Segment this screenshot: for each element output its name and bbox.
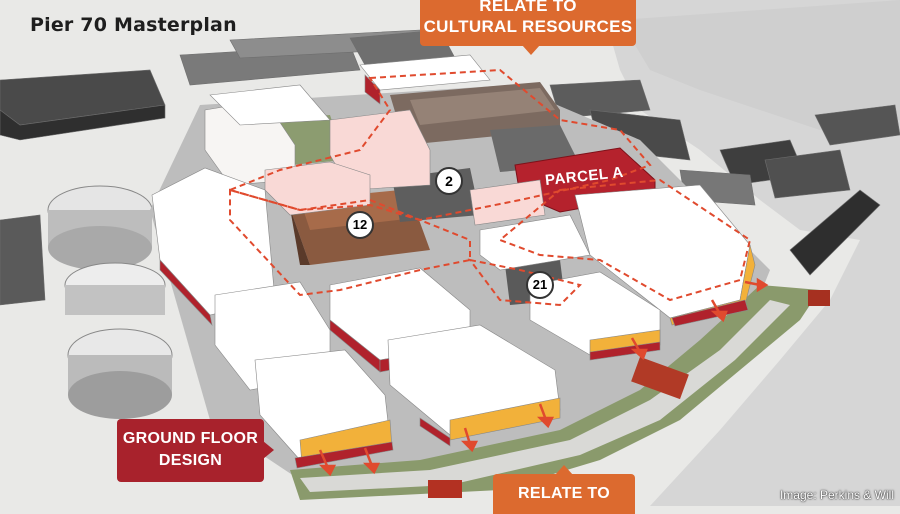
ground-floor-arrows <box>318 277 769 477</box>
callout-relate-cultural-resources: RELATE TO CULTURAL RESOURCES <box>420 0 636 55</box>
building-number-marker: 2 <box>435 167 463 195</box>
pavilion-3 <box>808 290 830 306</box>
pavilion-1 <box>631 356 689 400</box>
upper-water <box>620 0 900 130</box>
storage-tanks <box>47 185 173 419</box>
page-title: Pier 70 Masterplan <box>30 14 237 36</box>
new-buildings <box>151 54 756 469</box>
building-number: 2 <box>445 173 453 189</box>
building-number: 21 <box>532 277 548 292</box>
callout-line-2: DESIGN <box>158 452 223 469</box>
historic-buildings <box>290 82 580 305</box>
callout-line-1: RELATE TO <box>518 485 610 502</box>
dashed-boundaries <box>226 68 752 307</box>
image-credit: Image: Perkins & Will <box>779 488 894 502</box>
callout-line-2: CULTURAL RESOURCES <box>423 17 633 36</box>
building-number: 12 <box>352 217 368 232</box>
callout-line-1: RELATE TO <box>479 0 577 15</box>
pavilion-2 <box>428 480 462 498</box>
building-number-marker: 12 <box>346 211 374 239</box>
building-number-marker: 21 <box>526 271 554 299</box>
callout-ground-floor-design: GROUND FLOOR DESIGN <box>117 419 274 482</box>
park-path <box>300 300 790 492</box>
callout-line-1: GROUND FLOOR <box>122 430 259 447</box>
callout-relate-to: RELATE TO <box>493 465 635 514</box>
